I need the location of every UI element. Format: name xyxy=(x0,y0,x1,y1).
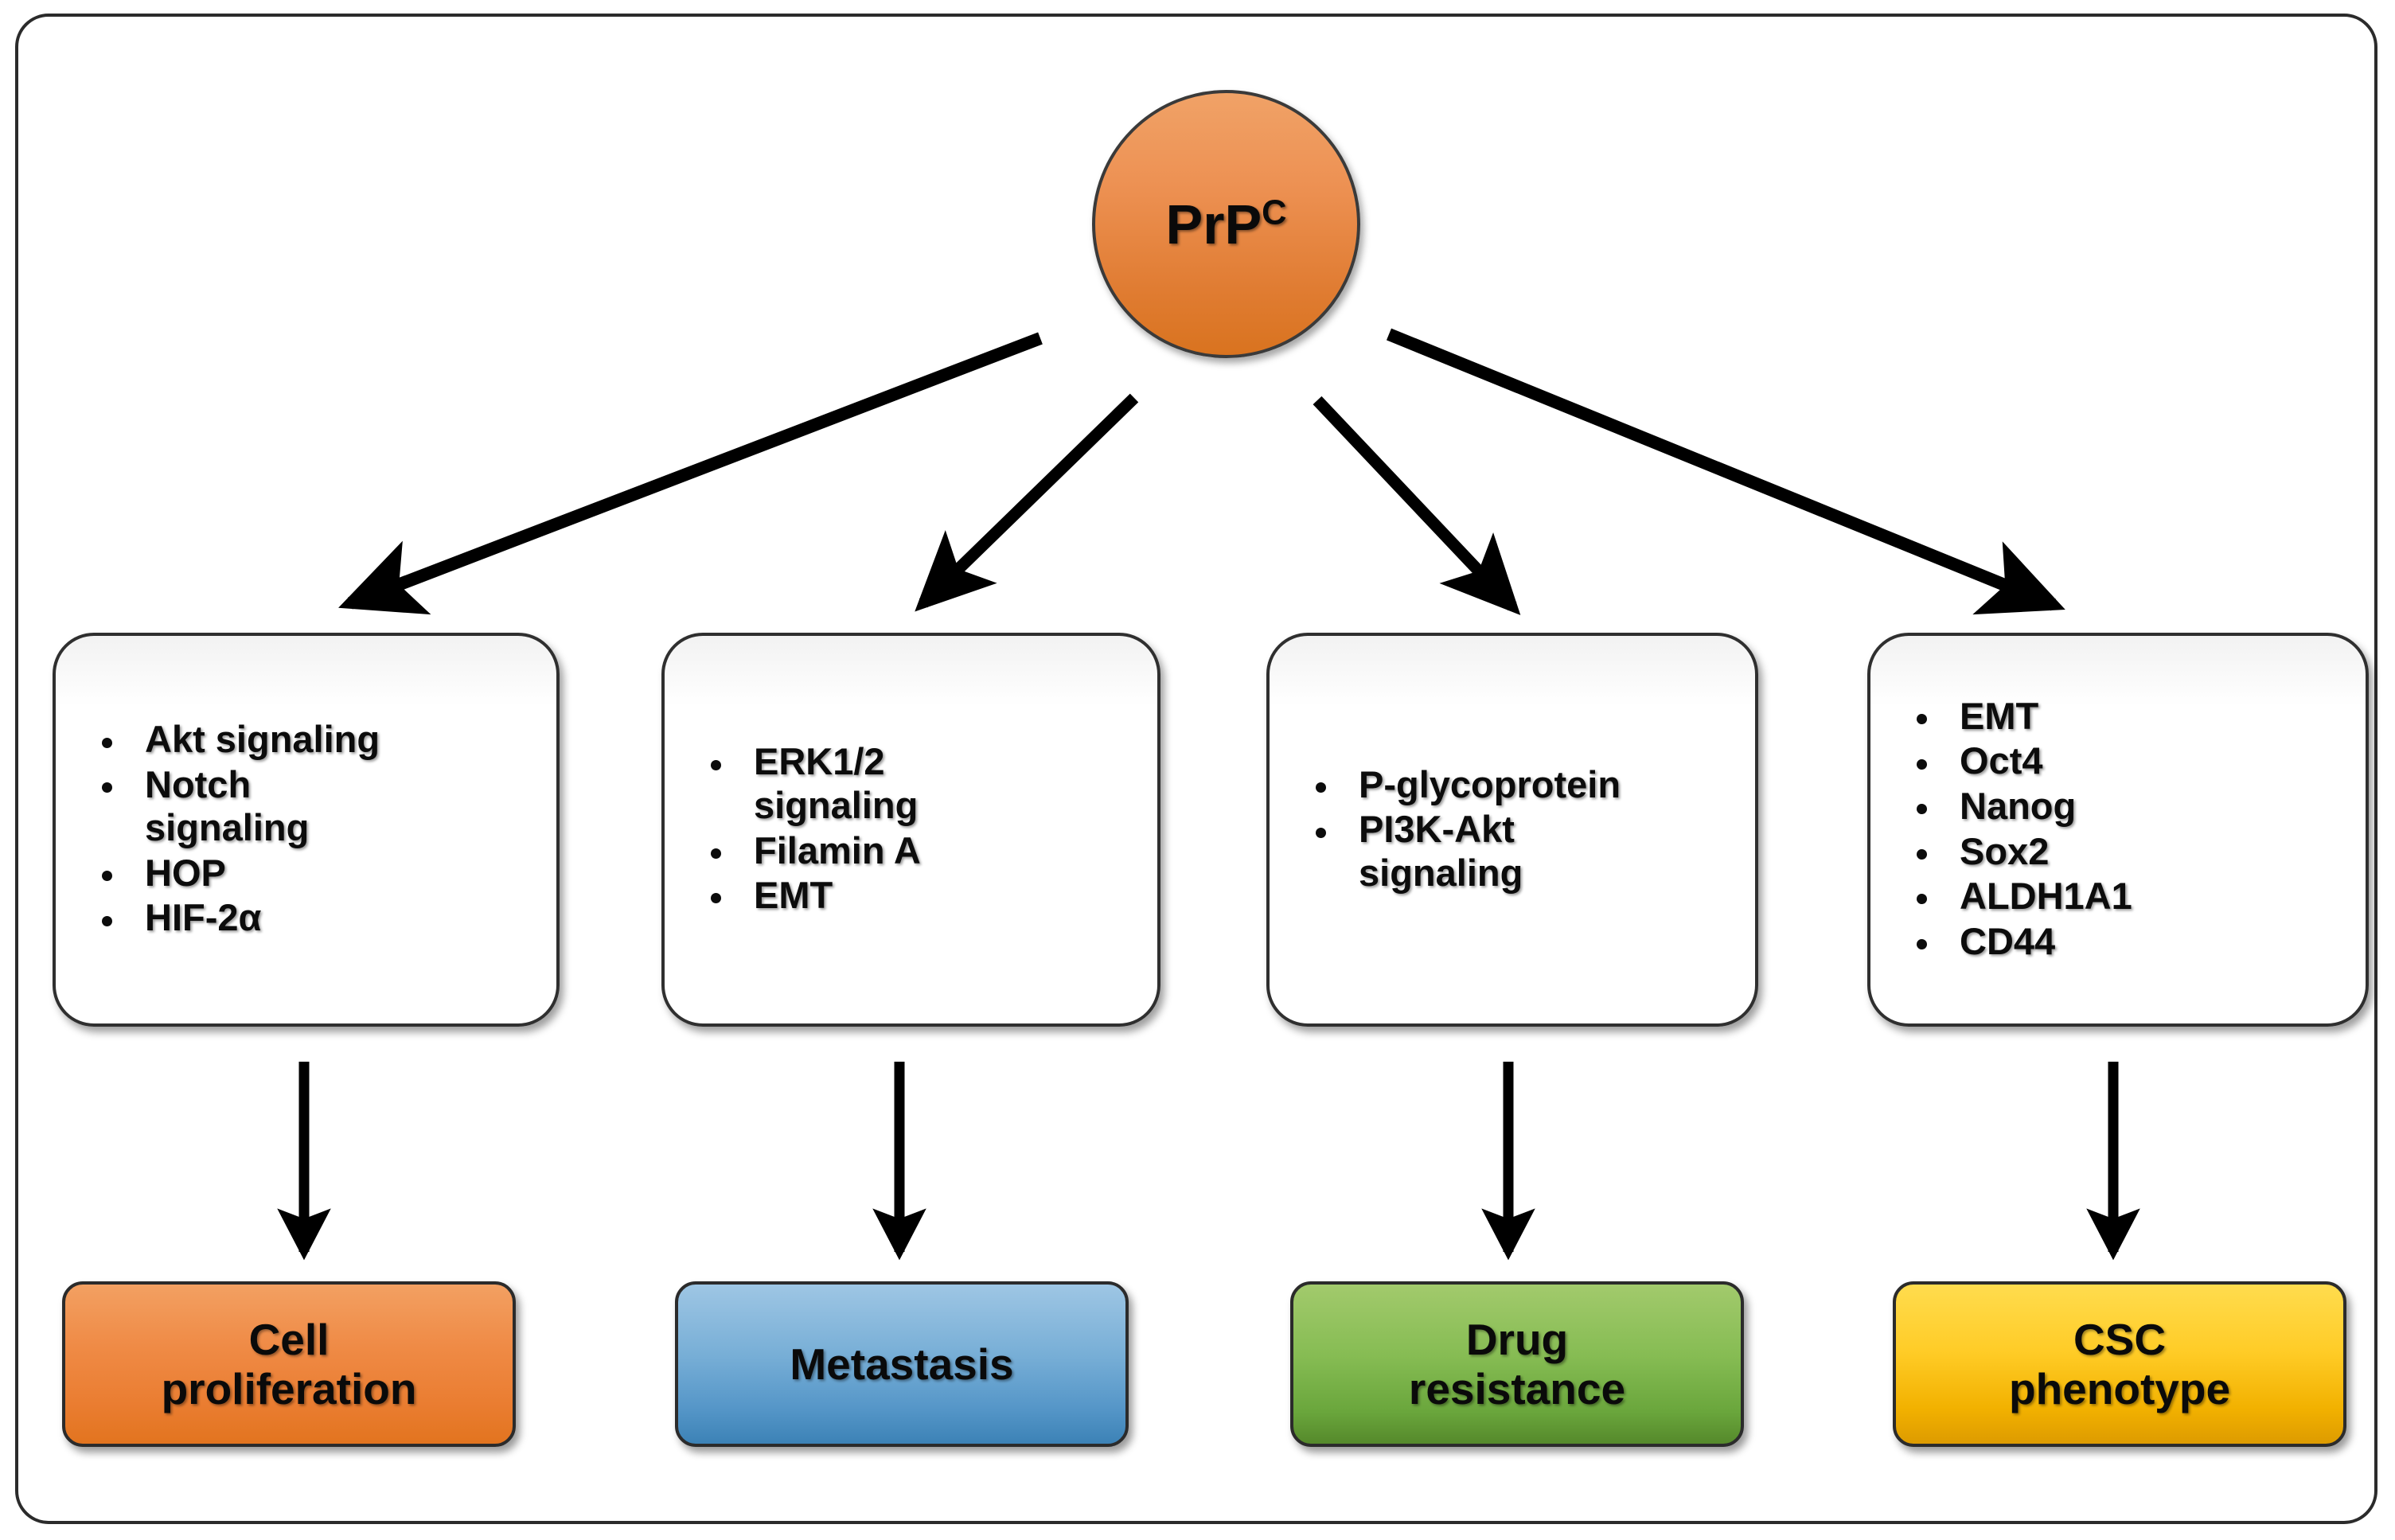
pathway-box-drug-resistance[interactable]: P-glycoprotein PI3K-Akt signaling xyxy=(1266,633,1758,1027)
list-item: Sox2 xyxy=(1902,830,2345,874)
bullet-list: ERK1/2 signaling Filamin A EMT xyxy=(696,740,1137,918)
list-item: CD44 xyxy=(1902,920,2345,964)
list-item: EMT xyxy=(696,874,1137,918)
list-item: Notch signaling xyxy=(88,763,536,850)
list-item: Oct4 xyxy=(1902,739,2345,783)
bullet-list: Akt signaling Notch signaling HOP HIF-2α xyxy=(88,718,536,942)
outcome-label: Cell proliferation xyxy=(161,1314,417,1413)
outcome-metastasis[interactable]: Metastasis xyxy=(675,1281,1129,1447)
pathway-box-proliferation[interactable]: Akt signaling Notch signaling HOP HIF-2α xyxy=(53,633,560,1027)
pathway-box-csc-markers[interactable]: EMT Oct4 Nanog Sox2 ALDH1A1 CD44 xyxy=(1867,633,2369,1027)
outcome-label: CSC phenotype xyxy=(2008,1314,2231,1413)
list-item: Nanog xyxy=(1902,785,2345,828)
list-item: HIF-2α xyxy=(88,896,536,940)
list-item: PI3K-Akt signaling xyxy=(1301,808,1734,895)
prpc-node-label-superscript: C xyxy=(1262,193,1287,232)
bullet-list: EMT Oct4 Nanog Sox2 ALDH1A1 CD44 xyxy=(1902,695,2345,965)
bullet-list: P-glycoprotein PI3K-Akt signaling xyxy=(1301,763,1734,897)
outcome-csc-phenotype[interactable]: CSC phenotype xyxy=(1893,1281,2346,1447)
list-item: ALDH1A1 xyxy=(1902,875,2345,918)
list-item: Filamin A xyxy=(696,829,1137,873)
prpc-node-label: PrPC xyxy=(1166,195,1287,251)
list-item: ERK1/2 signaling xyxy=(696,740,1137,827)
outcome-label: Metastasis xyxy=(790,1339,1014,1389)
outcome-cell-proliferation[interactable]: Cell proliferation xyxy=(62,1281,516,1447)
list-item: P-glycoprotein xyxy=(1301,763,1734,807)
prpc-node[interactable]: PrPC xyxy=(1092,90,1360,358)
list-item: HOP xyxy=(88,852,536,895)
list-item: Akt signaling xyxy=(88,718,536,762)
pathway-box-metastasis[interactable]: ERK1/2 signaling Filamin A EMT xyxy=(661,633,1160,1027)
outcome-drug-resistance[interactable]: Drug resistance xyxy=(1290,1281,1744,1447)
list-item: EMT xyxy=(1902,695,2345,739)
outcome-label: Drug resistance xyxy=(1408,1314,1626,1413)
prpc-node-label-main: PrP xyxy=(1165,193,1262,255)
